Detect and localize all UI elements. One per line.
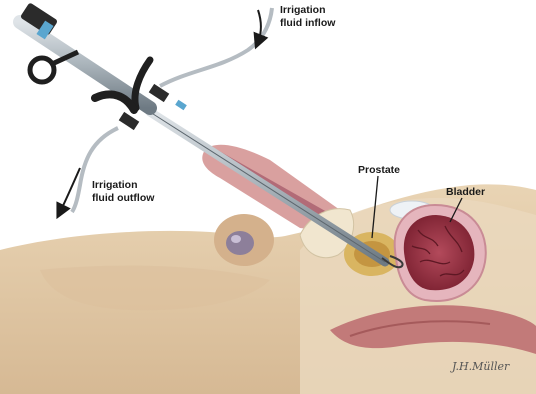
- testis-highlight: [231, 235, 241, 243]
- inflow-label-line1: Irrigation: [280, 4, 326, 16]
- valve-band: [175, 100, 187, 110]
- outflow-label-line2: fluid outflow: [92, 192, 155, 204]
- bladder-label: Bladder: [446, 186, 485, 198]
- prostate-label: Prostate: [358, 164, 400, 176]
- outflow-label-line1: Irrigation: [92, 179, 138, 191]
- outflow-valve: [119, 112, 140, 130]
- inflow-tube: [160, 8, 272, 86]
- artist-signature: J.H.Müller: [450, 360, 510, 373]
- testis: [226, 231, 254, 255]
- inflow-label-line2: fluid inflow: [280, 17, 336, 29]
- finger-ring: [30, 58, 54, 82]
- inflow-valve: [149, 84, 170, 102]
- inflow-arrow: [258, 10, 261, 42]
